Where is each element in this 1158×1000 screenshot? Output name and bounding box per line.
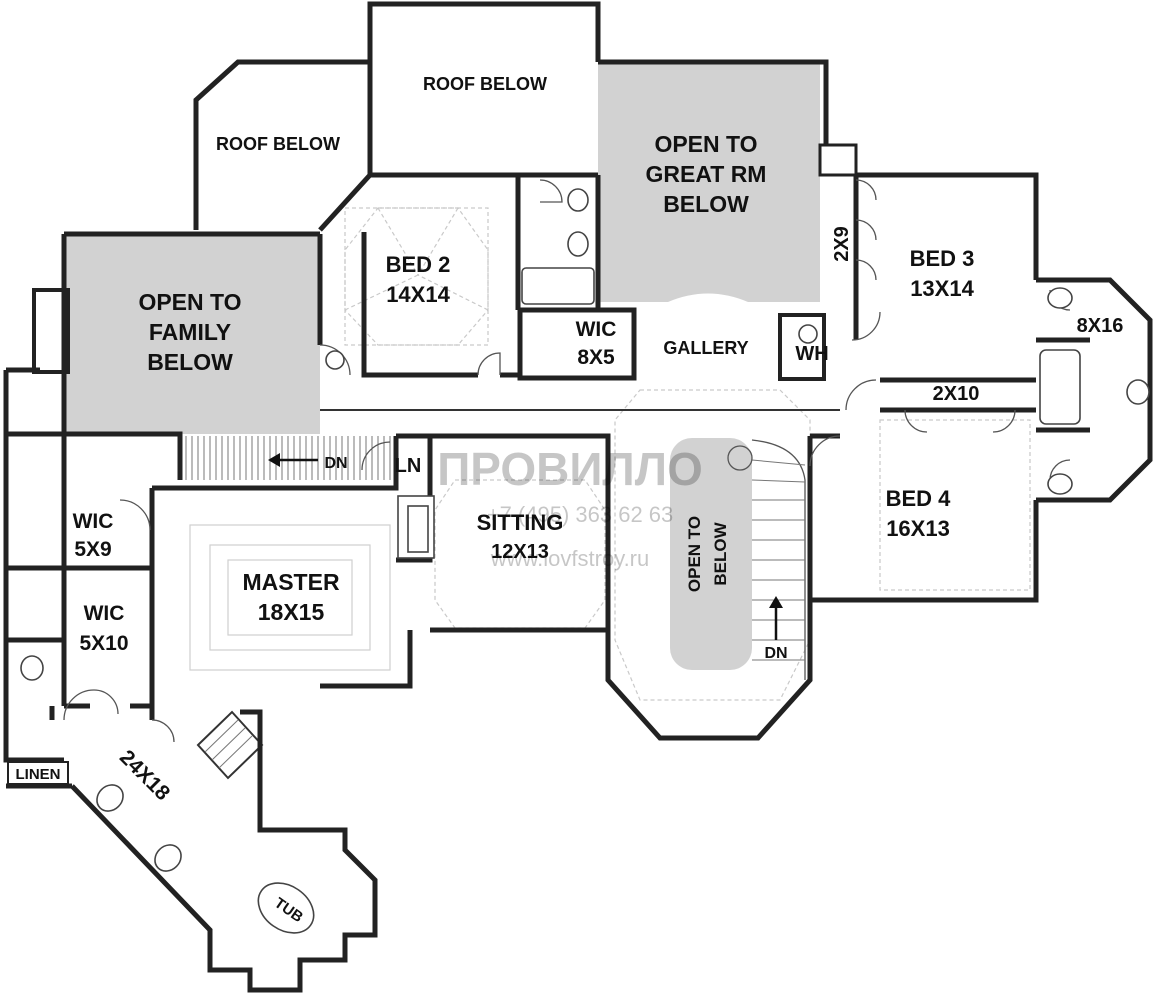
wic-upper-label: WIC xyxy=(73,510,114,533)
bed2-toilet xyxy=(567,231,589,257)
fixtures xyxy=(20,188,1150,934)
watermark: ПРОВИЛЛО +7 (495) 363 62 63 www.lovfstro… xyxy=(437,443,703,571)
wic-bed2-size: 8X5 xyxy=(577,346,615,369)
open-great-room-label-2: GREAT RM xyxy=(646,161,767,187)
open-family-label-2: FAMILY xyxy=(149,319,231,345)
stairs-curved xyxy=(751,439,806,680)
linen-label: LINEN xyxy=(16,766,61,783)
open-to-family-area xyxy=(64,234,320,434)
master-toilet xyxy=(20,655,44,681)
closet-2x9-label: 2X9 xyxy=(831,226,853,262)
wic-lower-size: 5X10 xyxy=(79,632,128,655)
open-family-label-1: OPEN TO xyxy=(138,289,241,315)
watermark-phone: +7 (495) 363 62 63 xyxy=(487,502,674,527)
stair-well-area xyxy=(670,438,752,670)
wh-label: WH xyxy=(795,343,828,365)
bed2-tub xyxy=(521,267,595,305)
walls xyxy=(3,1,1153,993)
roof-below-top-label: ROOF BELOW xyxy=(423,74,547,94)
stairs-master-bath xyxy=(196,710,264,780)
watermark-site: www.lovfstroy.ru xyxy=(490,546,650,571)
arrow-up-icon xyxy=(769,596,783,608)
open-below-label-2: BELOW xyxy=(711,521,730,585)
stair-arrows xyxy=(268,453,783,640)
gallery-label: GALLERY xyxy=(663,338,748,358)
open-to-great-room-arch xyxy=(598,293,820,320)
master-label: MASTER xyxy=(242,569,340,595)
sitting-label: SITTING xyxy=(477,510,564,535)
water-heater xyxy=(798,324,818,344)
tub xyxy=(257,882,315,934)
roof-below-left-label: ROOF BELOW xyxy=(216,134,340,154)
watermark-brand: ПРОВИЛЛО xyxy=(437,443,703,495)
bed3-size: 13X14 xyxy=(910,276,974,301)
master-size: 18X15 xyxy=(258,599,325,625)
wic-lower-label: WIC xyxy=(84,602,125,625)
open-family-label-3: BELOW xyxy=(147,349,233,375)
open-to-great-room-area xyxy=(598,62,820,302)
bath-toilet xyxy=(1126,379,1150,405)
wic-upper-size: 5X9 xyxy=(74,538,111,561)
wic-bed2-label: WIC xyxy=(576,318,617,341)
ceiling-details xyxy=(189,207,1031,701)
master-bath-size: 24X18 xyxy=(115,746,174,805)
room-labels: ROOF BELOW ROOF BELOW OPEN TO GREAT RM B… xyxy=(7,74,1124,926)
dn-left-label: DN xyxy=(324,455,347,472)
bed2-label: BED 2 xyxy=(386,252,451,277)
bed4-size: 16X13 xyxy=(886,516,950,541)
bed2-size: 14X14 xyxy=(386,282,450,307)
arrow-left-icon xyxy=(268,453,280,467)
sitting-size: 12X13 xyxy=(491,541,549,563)
bed3-label: BED 3 xyxy=(910,246,975,271)
open-great-room-label-1: OPEN TO xyxy=(654,131,757,157)
stairs-left xyxy=(179,436,391,480)
bed4-label: BED 4 xyxy=(886,486,952,511)
closet-2x10-label: 2X10 xyxy=(933,383,980,405)
bath-8x16-label: 8X16 xyxy=(1077,315,1124,337)
ln-label: LN xyxy=(395,455,422,477)
open-below-label-1: OPEN TO xyxy=(685,516,704,592)
open-great-room-label-3: BELOW xyxy=(663,191,749,217)
dn-right-label: DN xyxy=(764,645,787,662)
